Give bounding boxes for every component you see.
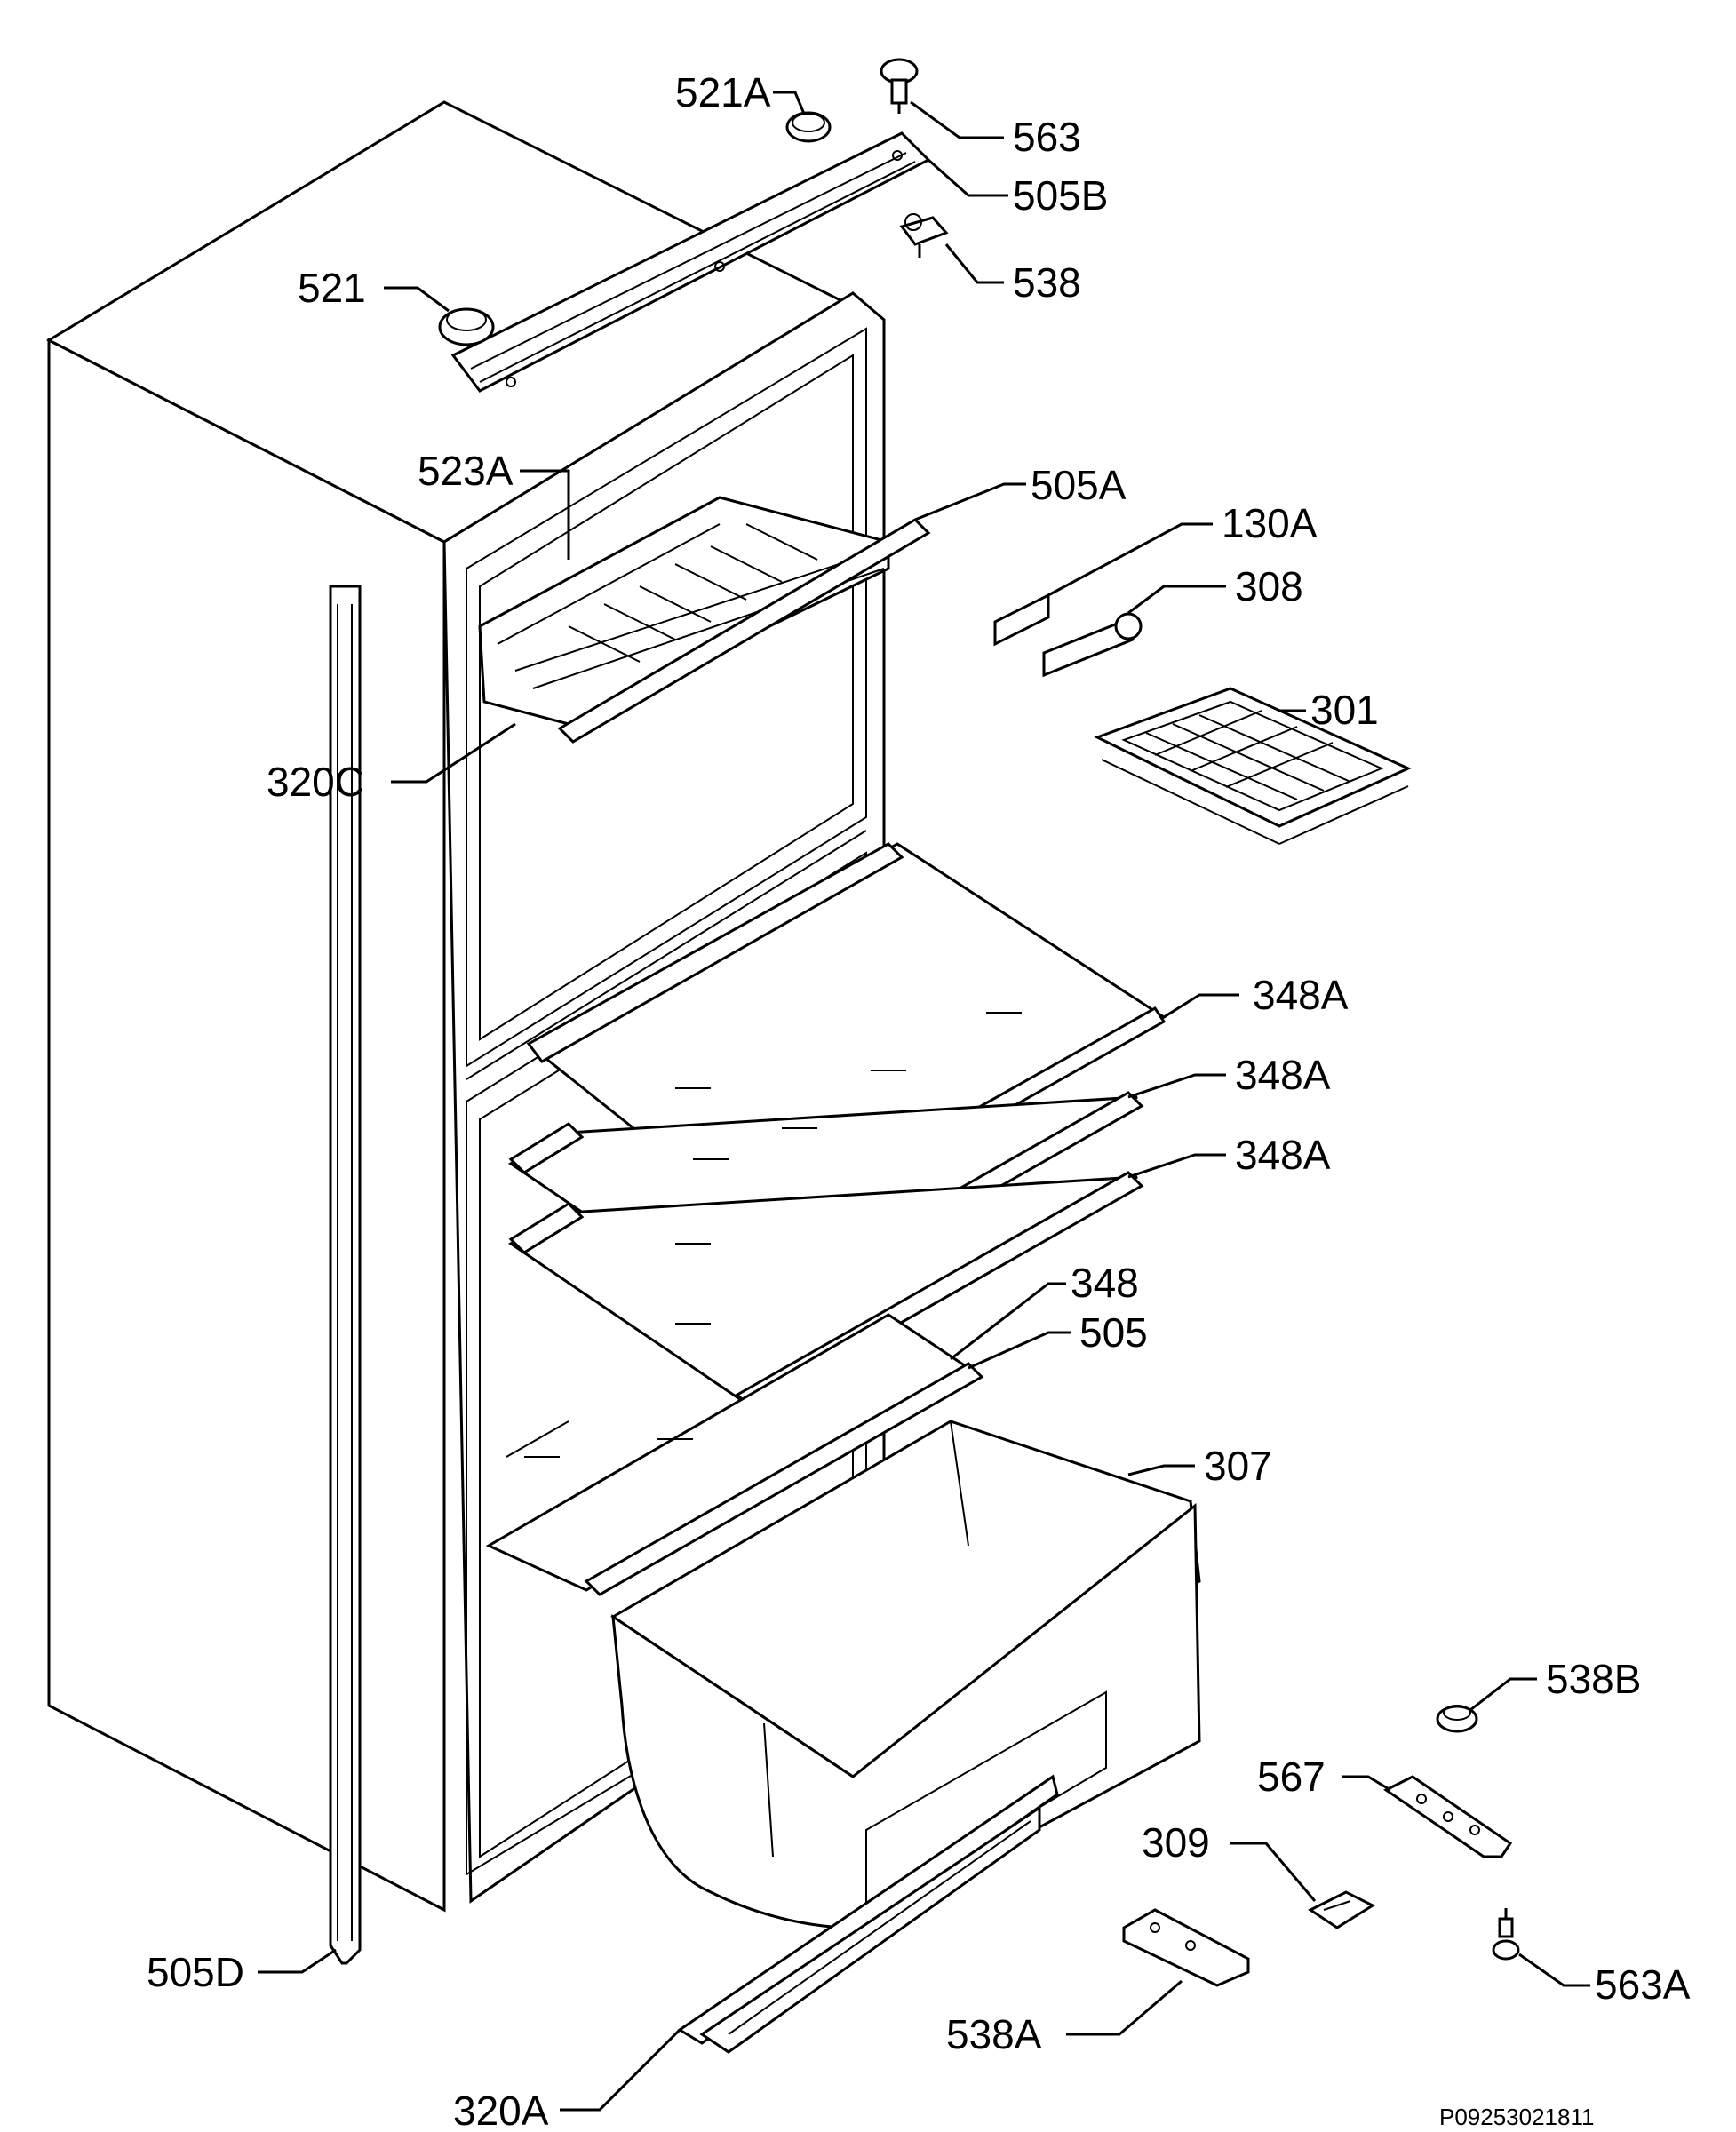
label-563: 563	[1013, 114, 1081, 160]
label-130a: 130A	[1222, 500, 1318, 546]
label-301: 301	[1310, 687, 1379, 733]
callout-labels: 521A 563 505B 538 521 523A 505A 130A 308…	[147, 69, 1691, 2132]
bolt-563a	[1492, 1908, 1520, 1961]
hinge-308	[1042, 612, 1143, 678]
label-348a-3: 348A	[1235, 1132, 1331, 1178]
drawing-reference-number: P09253021811	[1439, 2104, 1594, 2130]
label-320c: 320C	[267, 759, 364, 805]
shelf-rail-505	[584, 1362, 984, 1596]
door-seal-505d	[329, 585, 362, 1965]
label-505a: 505A	[1031, 462, 1127, 508]
label-521a: 521A	[675, 69, 771, 115]
cap-521a	[785, 111, 832, 143]
lower-rail-320a	[677, 1774, 1059, 2054]
label-320a: 320A	[453, 2088, 549, 2132]
bolt-563	[880, 58, 919, 114]
label-521: 521	[298, 265, 366, 311]
label-538: 538	[1013, 259, 1081, 306]
label-348a-2: 348A	[1235, 1052, 1331, 1098]
freezer-shelf-523a	[478, 496, 890, 726]
flap-rail-505a	[557, 518, 931, 744]
hinge-538b	[1436, 1705, 1478, 1733]
bracket-567	[1383, 1775, 1513, 1858]
label-348: 348	[1071, 1260, 1139, 1306]
hinge-538	[899, 213, 949, 258]
label-309: 309	[1142, 1819, 1210, 1866]
cap-521	[438, 307, 495, 346]
label-505d: 505D	[147, 1949, 244, 1995]
label-538a: 538A	[946, 2011, 1042, 2057]
label-523a: 523A	[418, 448, 514, 494]
part-309	[1308, 1890, 1376, 1929]
ice-tray-301	[1094, 687, 1412, 845]
hinge-538a	[1122, 1908, 1250, 1987]
leader-lines	[258, 91, 1590, 2112]
label-563a: 563A	[1595, 1961, 1691, 2008]
label-567: 567	[1257, 1754, 1326, 1800]
label-308: 308	[1235, 563, 1303, 609]
label-505b: 505B	[1013, 172, 1108, 219]
label-307: 307	[1204, 1443, 1272, 1489]
label-538b: 538B	[1546, 1656, 1641, 1702]
label-348a-1: 348A	[1253, 972, 1349, 1018]
label-505: 505	[1079, 1309, 1148, 1356]
bracket-130a	[993, 593, 1050, 647]
